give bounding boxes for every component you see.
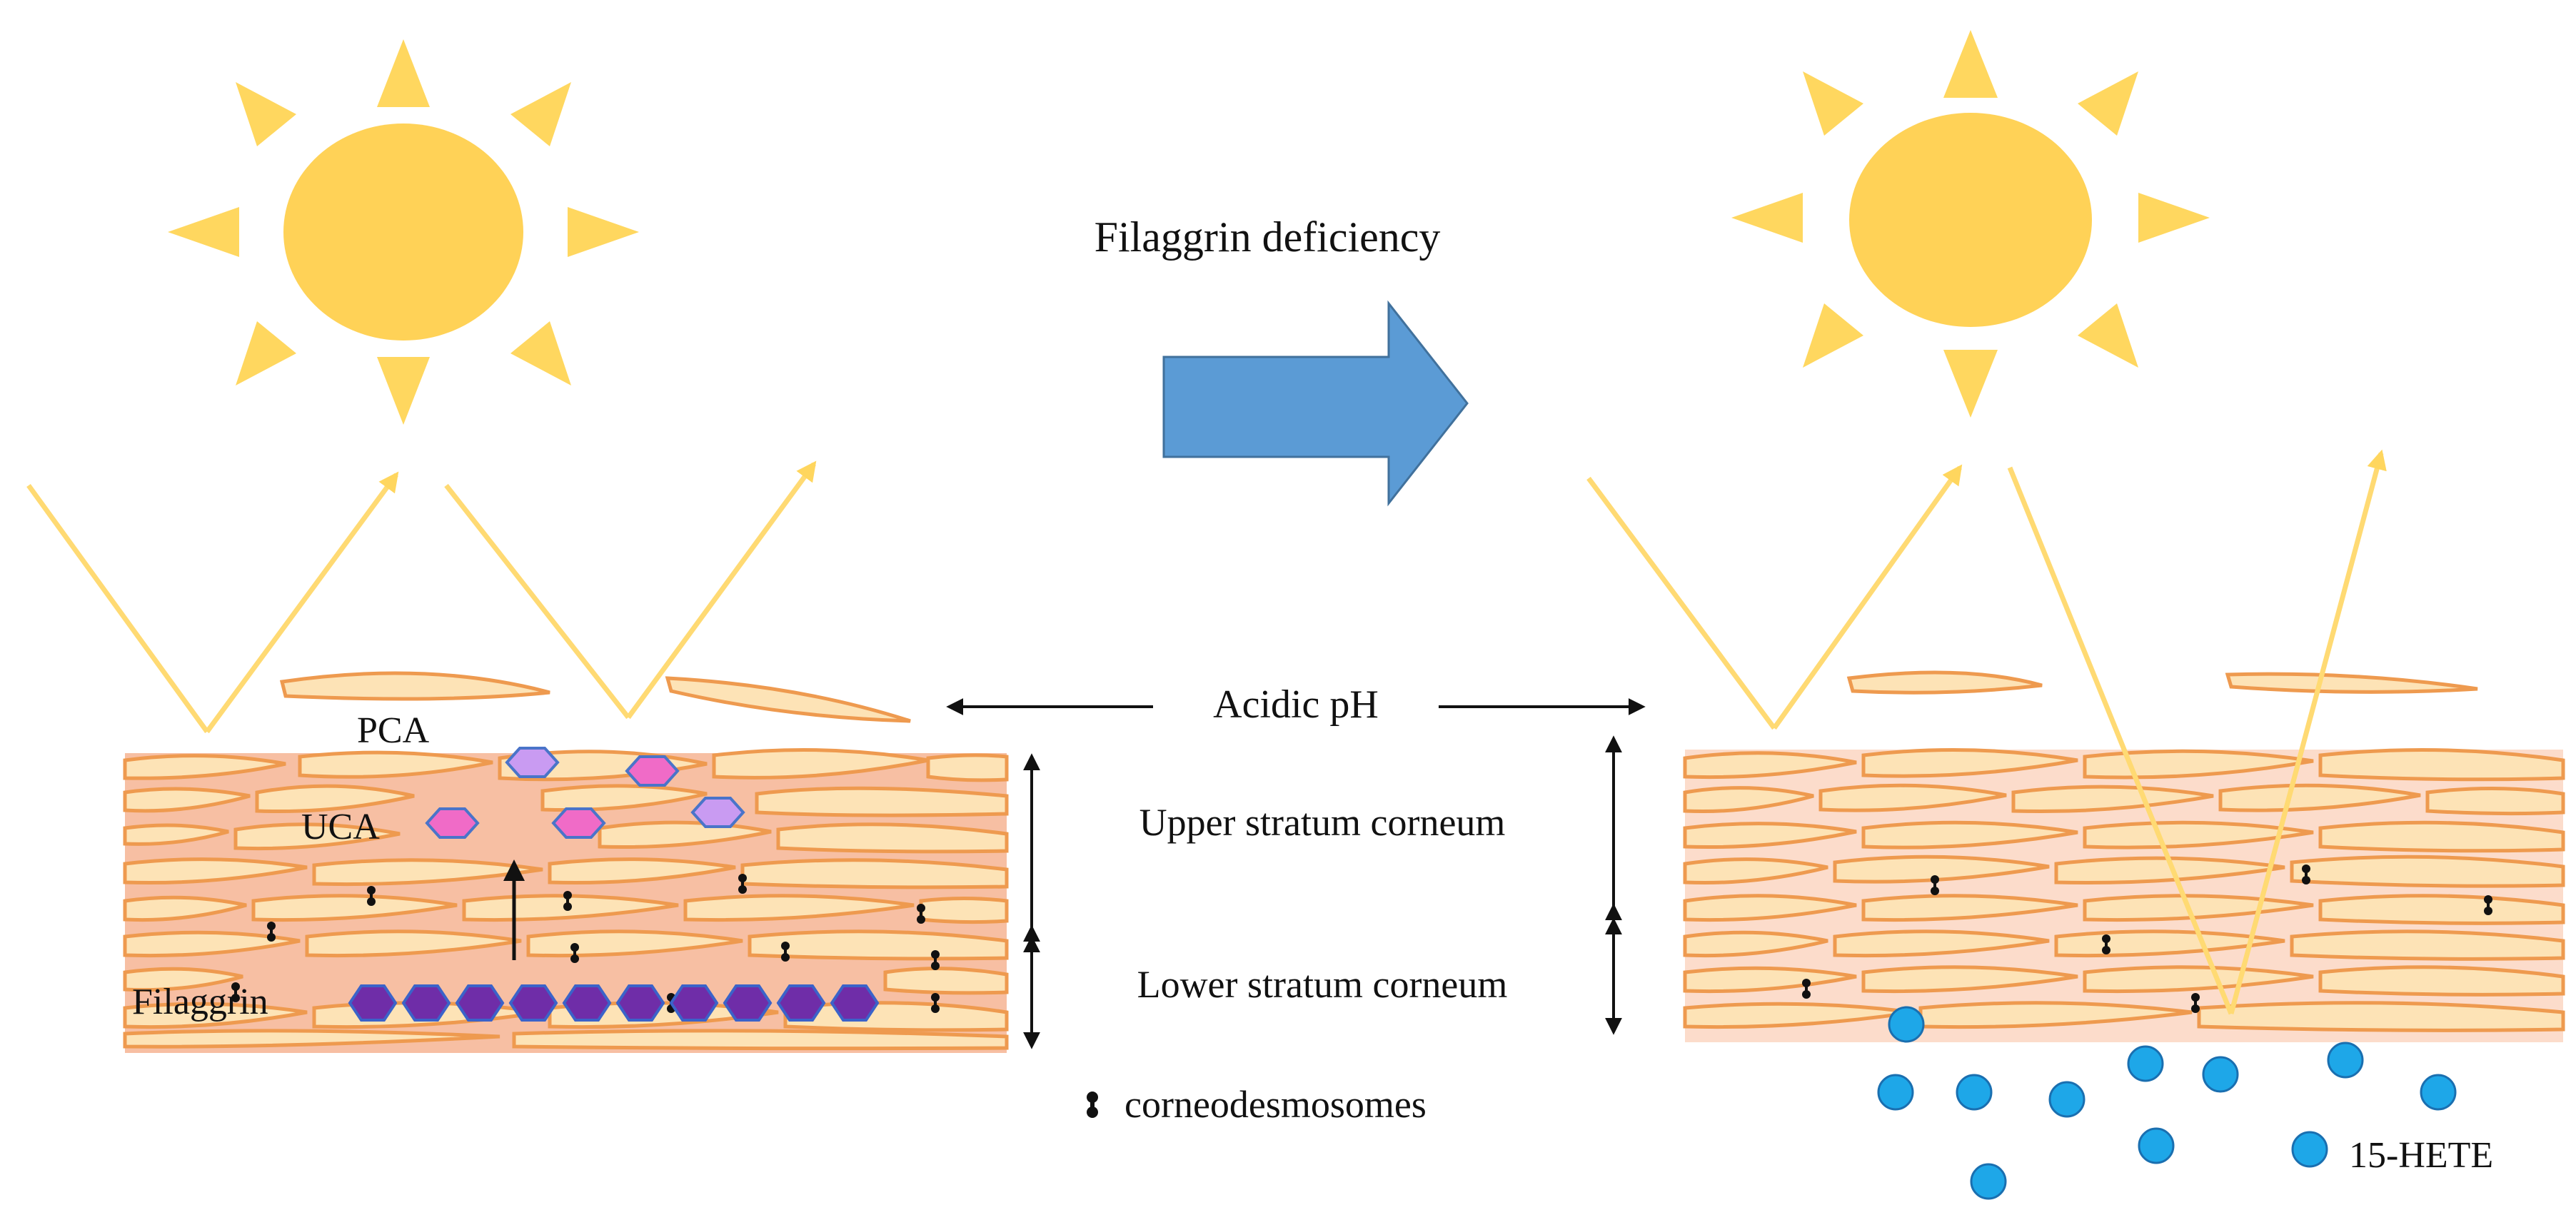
hete-label: 15-HETE [2349,1135,2493,1176]
pca-hexagon [505,747,560,778]
sun-left-icon [168,39,639,425]
skin-layer-normal [123,671,1009,1053]
filaggrin-chain [348,984,880,1022]
title-label: Filaggrin deficiency [1095,213,1441,261]
pca-label: PCA [357,710,430,751]
pca-hexagon [625,755,680,787]
uca-hexagon [425,807,480,839]
corneodesmosomes-legend-label: corneodesmosomes [1125,1083,1427,1126]
uca-hexagon [551,807,606,839]
skin-layer-deficient [1683,670,2565,1042]
lower-sc-label: Lower stratum corneum [1137,963,1508,1006]
transition-arrow [1162,300,1469,507]
filaggrin-label: Filaggrin [132,982,268,1022]
uv-rays-right [1586,449,2387,1015]
sun-right-icon [1731,30,2210,418]
hete-dots [1877,1006,2457,1200]
upper-sc-label: Upper stratum corneum [1139,801,1506,844]
pca-hexagon [690,797,745,828]
acidic-ph-label: Acidic pH [1213,682,1379,727]
corneodesmosome-legend-icon [1087,1092,1098,1118]
uv-rays-left [26,460,817,734]
uca-label: UCA [301,807,380,847]
